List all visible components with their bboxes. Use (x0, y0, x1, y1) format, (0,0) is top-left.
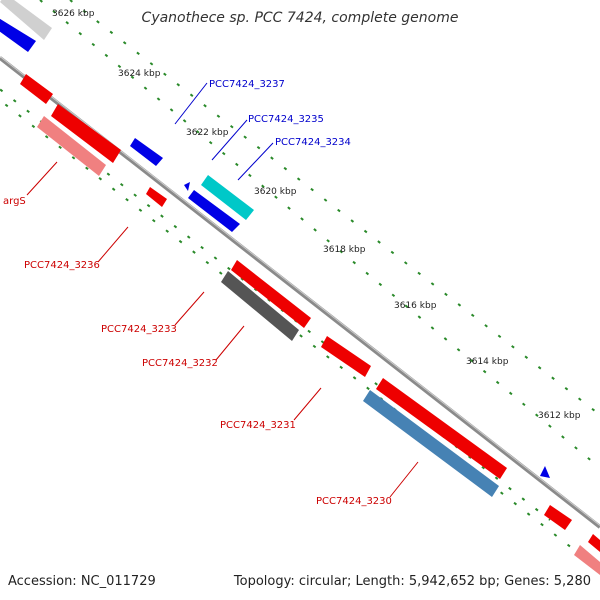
tick-label: 3620 kbp (254, 187, 297, 197)
gene-feature[interactable] (201, 175, 254, 220)
gene-feature[interactable] (544, 505, 572, 530)
label-leader (293, 387, 322, 421)
gene-feature[interactable] (146, 187, 167, 207)
gene-feature[interactable] (221, 271, 299, 341)
gene-feature[interactable] (20, 74, 53, 104)
tick-label: 3626 kbp (52, 9, 95, 19)
gene-feature[interactable] (37, 116, 106, 176)
tick-tracks (0, 0, 600, 571)
label-leader (174, 291, 205, 326)
tick-label: 3624 kbp (118, 69, 161, 79)
gene-feature[interactable] (0, 0, 52, 40)
gene-label[interactable]: PCC7424_3230 (316, 496, 392, 507)
reverse-strand-features (0, 0, 550, 478)
label-leader (215, 325, 245, 361)
gene-feature[interactable] (321, 336, 371, 377)
topology-text: Topology: circular; Length: 5,942,652 bp… (233, 574, 591, 589)
label-leader (26, 161, 58, 196)
gene-label[interactable]: PCC7424_3231 (220, 420, 296, 431)
gene-feature[interactable] (231, 260, 311, 328)
gene-feature[interactable] (0, 14, 36, 52)
genome-backbone-highlight (0, 56, 600, 526)
tick-label: 3614 kbp (466, 357, 509, 367)
gene-feature[interactable] (588, 534, 600, 552)
gene-feature[interactable] (51, 104, 121, 163)
label-leader (211, 119, 248, 161)
gene-feature[interactable] (376, 378, 507, 479)
label-leader (389, 461, 419, 498)
gene-label[interactable]: PCC7424_3237 (209, 79, 285, 90)
label-leader (97, 226, 129, 263)
accession-text: Accession: NC_011729 (8, 574, 156, 589)
gene-feature[interactable] (188, 190, 240, 232)
gene-label[interactable]: PCC7424_3234 (275, 137, 351, 148)
gene-feature[interactable] (540, 466, 550, 478)
tick-label: 3612 kbp (538, 411, 581, 421)
forward-strand-features (20, 74, 600, 575)
gene-label[interactable]: PCC7424_3236 (24, 260, 100, 271)
map-title: Cyanothece sp. PCC 7424, complete genome (141, 10, 459, 26)
gene-label[interactable]: PCC7424_3232 (142, 358, 218, 369)
tick-label: 3616 kbp (394, 301, 437, 311)
gene-feature[interactable] (574, 545, 600, 575)
gene-feature[interactable] (130, 138, 163, 166)
gene-label[interactable]: PCC7424_3233 (101, 324, 177, 335)
gene-feature[interactable] (363, 390, 499, 497)
gene-feature[interactable] (184, 182, 190, 191)
tick-label: 3618 kbp (323, 245, 366, 255)
gene-label[interactable]: argS (3, 196, 26, 207)
label-leader (174, 82, 208, 125)
gene-label[interactable]: PCC7424_3235 (248, 114, 324, 125)
label-leader (237, 142, 274, 181)
tick-label: 3622 kbp (186, 128, 229, 138)
